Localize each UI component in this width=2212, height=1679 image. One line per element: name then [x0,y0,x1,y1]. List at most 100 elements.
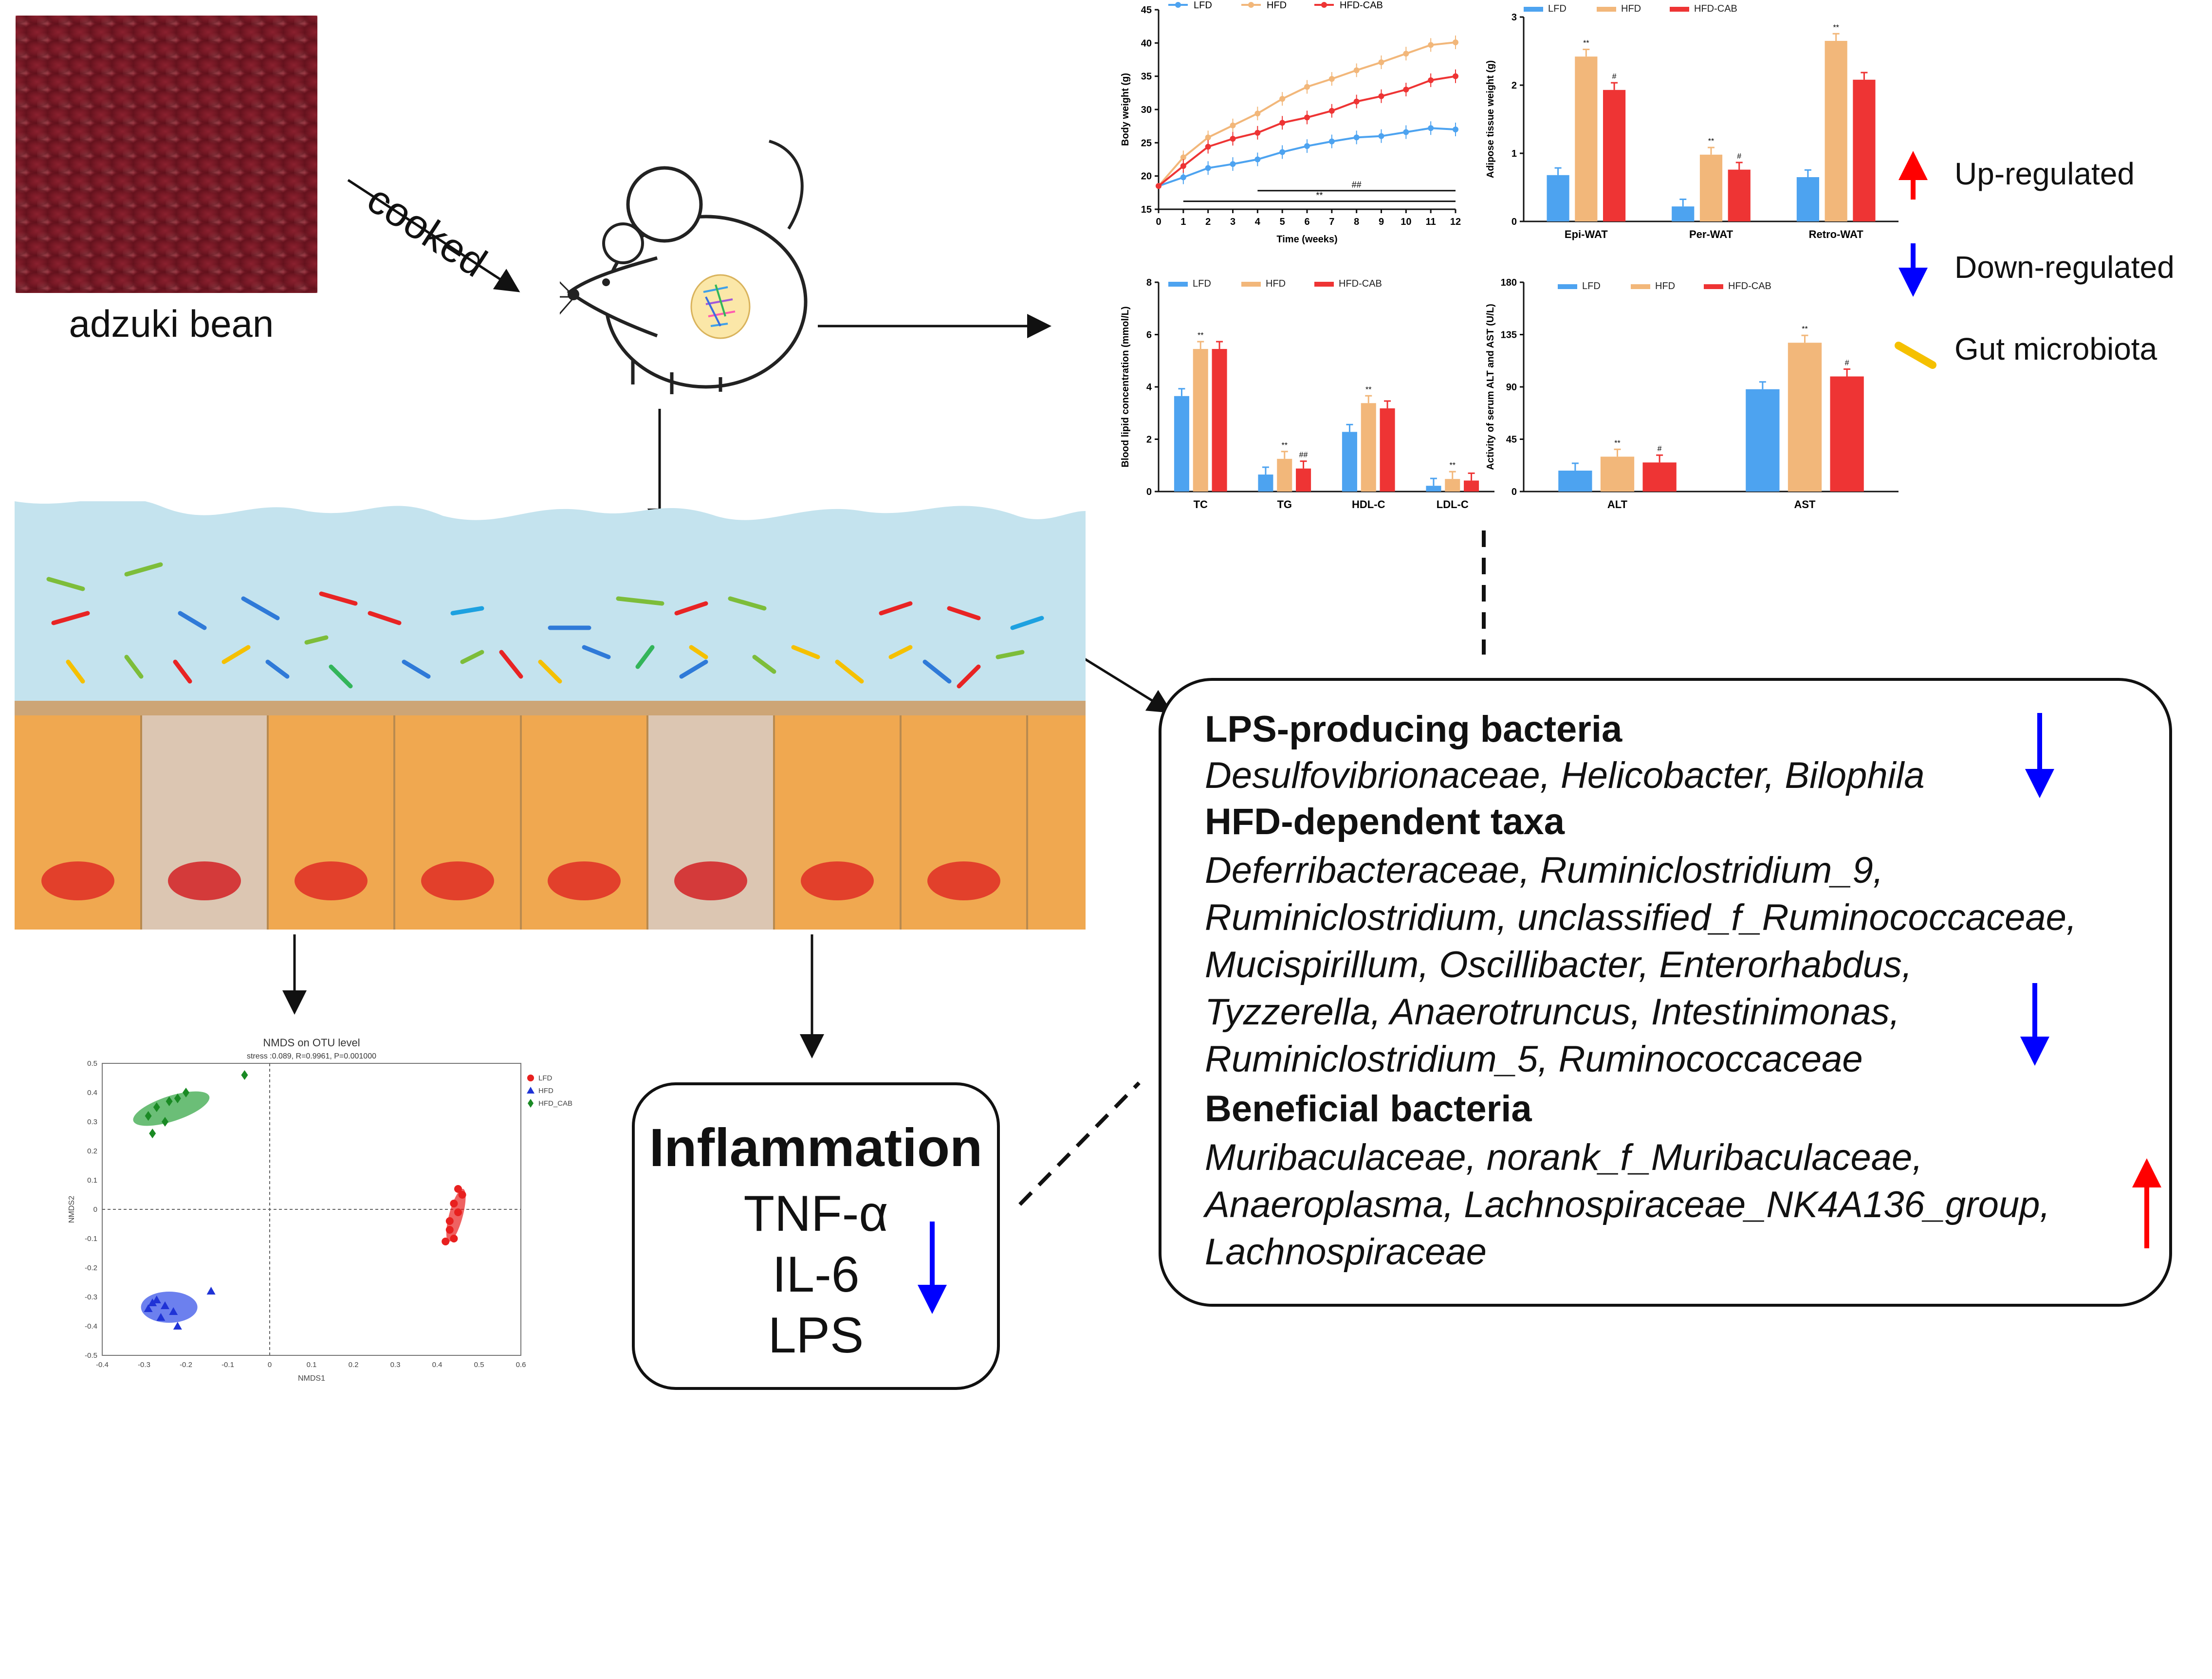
scatter-point [450,1235,458,1242]
gut-epithelium-illustration [15,501,1086,930]
x-tick-label: LDL-C [1437,498,1469,511]
legend-marker [528,1099,534,1108]
y-tick-label: 135 [1501,330,1517,341]
significance-mark: ## [1299,451,1308,459]
significance-mark: # [1612,73,1617,81]
legend-marker [1248,2,1254,8]
scatter-point [442,1238,450,1245]
y-tick-label: 15 [1141,204,1152,215]
epithelial-cells [15,715,1086,930]
scatter-point [144,1304,153,1312]
y-tick-label: 20 [1141,171,1152,182]
beneficial-taxa-line: Lachnospiraceae [1205,1231,1487,1273]
x-tick-label: 0.6 [516,1361,526,1369]
scatter-point [445,1217,454,1225]
scatter-point [169,1307,178,1315]
group-ellipse [133,1091,210,1126]
hfd-taxa-line: Deferribacteraceae, Ruminiclostridium_9, [1205,850,1883,891]
bar [1464,480,1479,492]
significance-mark: ** [1316,191,1323,201]
bar [1825,41,1847,221]
significance-mark: ** [1450,461,1456,470]
y-tick-label: 35 [1141,72,1152,82]
y-tick-label: -0.1 [85,1235,97,1243]
legend-up-label: Up-regulated [1954,156,2135,191]
y-tick-label: 90 [1506,382,1517,393]
flow-arrows [282,179,1486,1206]
y-axis-label: NMDS2 [68,1196,76,1223]
down-arrow-icon [918,1222,947,1314]
y-tick-label: 2 [1146,435,1152,445]
bar [1558,471,1592,492]
y-tick-label: -0.3 [85,1293,97,1301]
nmds-title: NMDS on OTU level [263,1037,360,1049]
y-tick-label: 0.3 [87,1118,97,1126]
bean-caption: adzuki bean [69,302,274,345]
y-tick-label: 1 [1512,148,1517,159]
lps-taxa: Desulfovibrionaceae, Helicobacter, Bilop… [1205,755,1925,796]
scatter-point [241,1070,248,1080]
bar [1796,177,1820,221]
bar [1575,56,1598,221]
dashed-inflammation-to-bacteria [1018,1081,1141,1206]
hfd-taxa-line: Mucispirillum, Oscillibacter, Enterorhab… [1205,944,1912,986]
y-axis-label: Body weight (g) [1120,73,1131,146]
inflammation-item: TNF-α [743,1186,888,1242]
x-tick-label: 6 [1304,217,1309,227]
bar [1445,479,1460,492]
x-axis-label: NMDS1 [298,1374,325,1383]
legend-label: HFD-CAB [1728,281,1771,292]
legend-swatch [1631,284,1650,289]
y-tick-label: -0.5 [85,1351,97,1360]
cell-nuclei [41,861,1000,900]
hfd-taxa-line: Ruminiclostridium_5, Ruminococcaceae [1205,1039,1863,1080]
bacteria-arrows [2020,713,2054,1066]
y-tick-label: 25 [1141,138,1152,148]
inflammation-box [632,1082,1000,1390]
bar [1193,349,1208,492]
legend-marker [527,1075,534,1081]
bar [1853,79,1876,222]
scatter-point [152,1296,161,1303]
significance-mark: ## [1352,180,1362,190]
legend-label: HFD [538,1087,553,1095]
legend-arrows [1895,151,1936,369]
significance-mark: ** [1583,39,1589,48]
legend-label: HFD-CAB [1339,278,1382,289]
y-tick-label: 40 [1141,38,1152,49]
significance-mark: ** [1802,325,1807,333]
scatter-point [206,1287,216,1295]
significance-mark: ** [1708,137,1714,146]
scatter-point [183,1088,189,1097]
x-tick-label: Retro-WAT [1809,228,1864,240]
bar [1746,389,1780,492]
legend-label: LFD [1582,281,1601,292]
significance-mark: # [1845,359,1849,367]
legend-swatch [1524,7,1543,12]
scatter-point [166,1096,173,1106]
scatter-point [454,1185,462,1193]
legend-label: LFD [1194,0,1212,11]
scatter-point [161,1301,169,1309]
x-tick-label: TC [1194,498,1208,511]
bar [1699,154,1723,221]
x-tick-label: -0.3 [138,1361,150,1369]
legend-gut-label: Gut microbiota [1954,331,2157,366]
legend-label: HFD-CAB [1340,0,1383,11]
bar [1277,458,1292,492]
significance-mark: ** [1365,385,1371,394]
y-tick-label: 45 [1506,435,1517,445]
bar [1361,403,1376,492]
hfd-taxa-line: Ruminiclostridium, unclassified_f_Rumino… [1205,897,2077,938]
x-tick-label: 8 [1354,217,1359,227]
scatter-point [148,1298,157,1306]
y-axis-label: Adipose tissue weight (g) [1485,60,1496,178]
series-line [1158,127,1456,187]
bar [1212,349,1227,492]
bar [1380,408,1395,492]
y-tick-label: 2 [1512,80,1517,91]
y-tick-label: 3 [1512,12,1517,23]
y-tick-label: 8 [1146,277,1152,288]
y-tick-label: 0 [1146,487,1152,497]
legend-swatch [1704,284,1723,289]
